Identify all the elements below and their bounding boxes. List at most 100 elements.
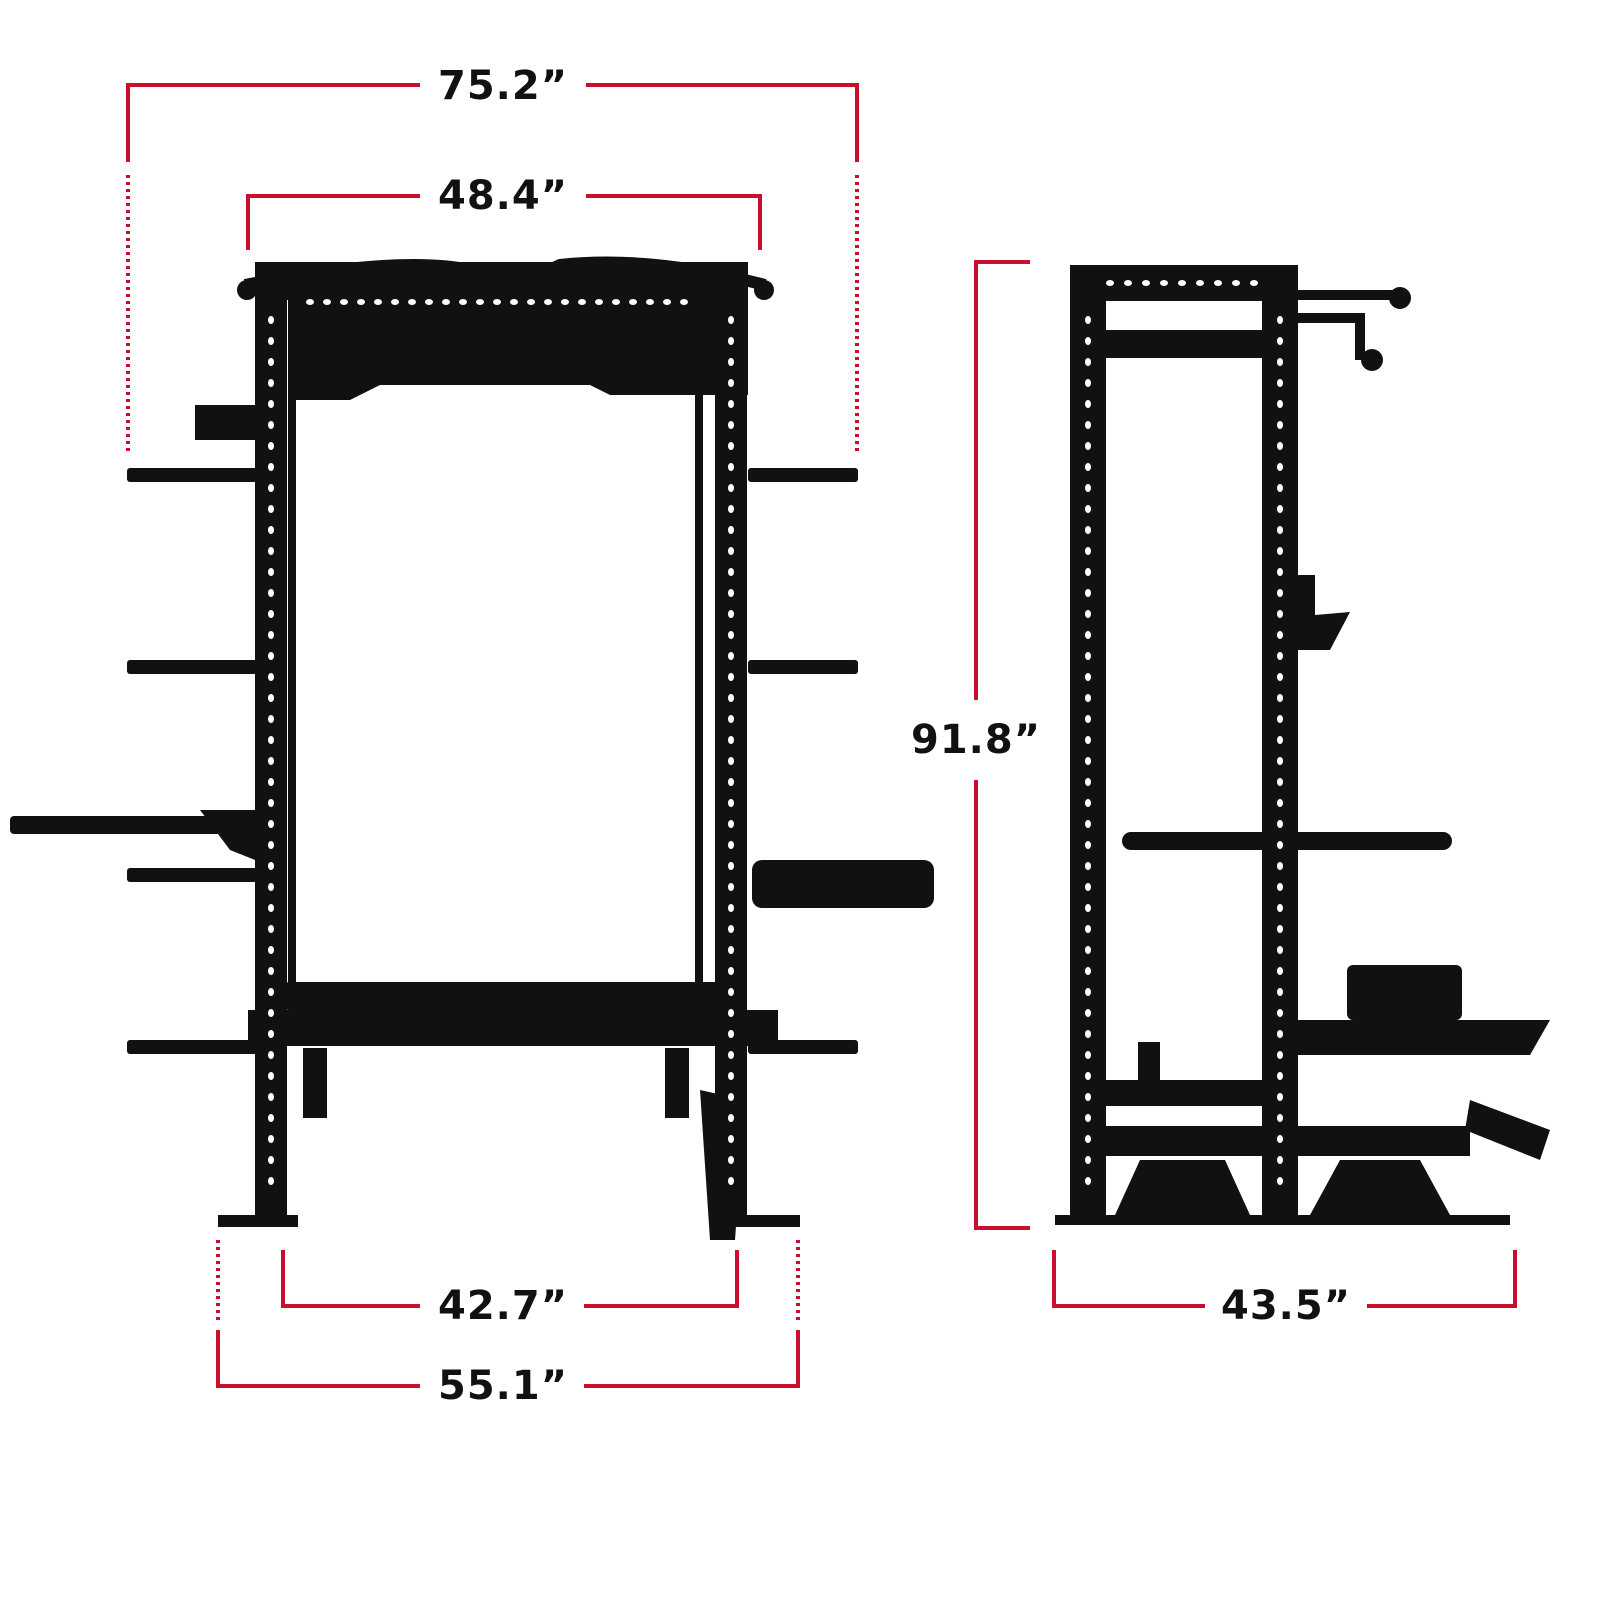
pullup-bar [243,256,767,291]
upright-hole [268,715,274,723]
upright-hole [1124,280,1132,286]
upright-hole [268,988,274,996]
upright-hole [268,1177,274,1185]
crossmember-hole [340,299,348,305]
side-storage-post [1138,1042,1160,1082]
upright-hole [1085,547,1091,555]
upright-hole [1277,1051,1283,1059]
upright-hole [268,862,274,870]
crossmember-hole [527,299,535,305]
upright-hole [1277,1177,1283,1185]
upright-hole [1232,280,1240,286]
upright-hole [1085,337,1091,345]
upright-hole [268,652,274,660]
upright-hole [1277,1156,1283,1164]
upright-hole [728,547,734,555]
upright-hole [728,1051,734,1059]
upright-hole [1277,715,1283,723]
front-left-upright [255,265,287,1225]
upright-hole [1196,280,1204,286]
crossmember-hole [629,299,637,305]
upright-hole [1085,1009,1091,1017]
upright-hole [1277,757,1283,765]
side-dip-station [1122,832,1452,850]
upright-hole [728,526,734,534]
upright-hole [268,1156,274,1164]
upright-hole [268,484,274,492]
upright-hole [728,337,734,345]
upright-hole [1085,862,1091,870]
dim-label-base-outer: 55.1” [432,1363,574,1409]
upright-hole [1085,988,1091,996]
crossmember-hole [391,299,399,305]
upright-hole [728,1135,734,1143]
upright-hole [268,673,274,681]
upright-hole [728,946,734,954]
upright-hole [728,1177,734,1185]
crossmember-hole [578,299,586,305]
side-seat-frame [1298,1020,1550,1055]
upright-hole [268,883,274,891]
upright-hole [1085,358,1091,366]
upright-hole [1277,463,1283,471]
plate-horn-left-1 [127,468,257,482]
front-upright-holes [268,299,734,1185]
smai-logo: SMAI [1314,1056,1371,1080]
upright-hole [268,1072,274,1080]
upright-hole [268,1051,274,1059]
crossmember-hole [323,299,331,305]
upright-hole [268,1009,274,1017]
upright-hole [1277,883,1283,891]
plate-horn-left-2 [127,660,257,674]
plate-horn-right-1 [748,468,858,482]
dim-line-55-1 [216,1330,800,1388]
upright-hole [268,1030,274,1038]
upright-hole [1085,505,1091,513]
upright-hole [1085,778,1091,786]
bench-pad [285,982,735,1010]
upright-hole [728,1093,734,1101]
upright-hole [728,967,734,975]
upright-hole [1085,883,1091,891]
upright-hole [1277,610,1283,618]
upright-hole [1142,280,1150,286]
upright-hole [1085,610,1091,618]
upright-hole [1085,1051,1091,1059]
upright-hole [1277,358,1283,366]
upright-hole [728,589,734,597]
upright-hole [268,610,274,618]
upright-hole [728,379,734,387]
upright-hole [728,799,734,807]
crossmember-hole [442,299,450,305]
upright-hole [1085,715,1091,723]
storage-post-left [303,1048,327,1118]
upright-hole [1085,1135,1091,1143]
side-base-feet [1055,1160,1510,1225]
upright-hole [268,820,274,828]
upright-hole [1277,925,1283,933]
upright-hole [268,904,274,912]
upright-hole [728,400,734,408]
upright-hole [1085,841,1091,849]
upright-hole [1178,280,1186,286]
upright-hole [1085,904,1091,912]
front-base-left [218,1215,298,1227]
upright-hole [1277,631,1283,639]
upright-hole [1085,1030,1091,1038]
upright-hole [1085,694,1091,702]
upright-hole [728,1030,734,1038]
upright-hole [268,946,274,954]
front-inner-left-upright [288,290,296,990]
dimension-lines [126,83,1517,1388]
upright-hole [728,1156,734,1164]
upright-hole [1277,652,1283,660]
upright-hole [1277,337,1283,345]
upright-hole [1085,526,1091,534]
upright-hole [268,379,274,387]
dim-line-43-5 [1052,1250,1517,1308]
side-pullup-knob-1 [1389,287,1411,309]
upright-hole [1277,673,1283,681]
upright-hole [268,967,274,975]
upright-hole [1277,1072,1283,1080]
dim-label-overall-width: 75.2” [432,63,574,109]
